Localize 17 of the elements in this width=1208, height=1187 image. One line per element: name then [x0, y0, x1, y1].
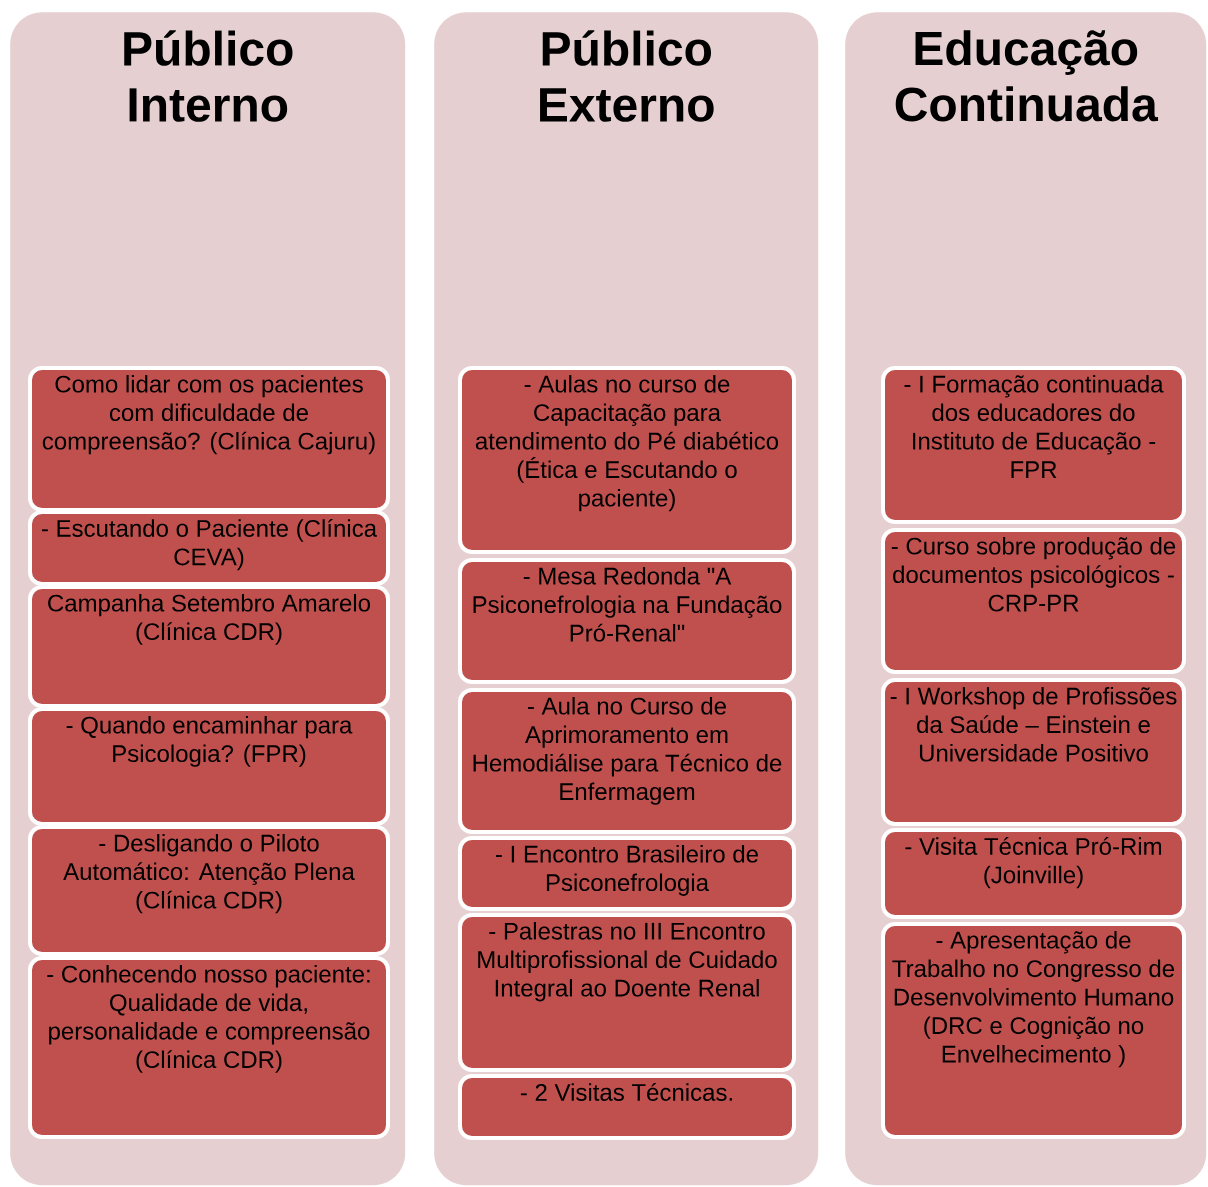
item-box: - Conhecendo nosso paciente: Qualidade de vida, personalidade e compreensão (Clínica CDR) — [28, 956, 390, 1139]
item-box: - Apresentação de Trabalho no Congresso de Desenvolvimento Humano (DRC e Cognição no Envelhecimento ) — [881, 922, 1186, 1139]
item-box: - I Encontro Brasileiro de Psiconefrologia — [458, 836, 796, 911]
item-box: - Desligando o Piloto Automático: Atenção Plena (Clínica CDR) — [28, 825, 390, 956]
item-box: - Mesa Redonda "A Psiconefrologia na Fundação Pró-Renal" — [458, 558, 796, 684]
item-box: - Quando encaminhar para Psicologia? (FPR) — [28, 707, 390, 826]
item-box: - 2 Visitas Técnicas. — [458, 1074, 796, 1140]
item-box: - Visita Técnica Pró-Rim (Joinville) — [881, 828, 1186, 919]
item-box: - Palestras no III Encontro Multiprofissional de Cuidado Integral ao Doente Renal — [458, 913, 796, 1072]
item-box: - Aula no Curso de Aprimoramento em Hemodiálise para Técnico de Enfermagem — [458, 688, 796, 834]
item-box: - Aulas no curso de Capacitação para atendimento do Pé diabético (Ética e Escutando o paciente) — [458, 366, 796, 554]
item-box: - Curso sobre produção de documentos psicológicos - CRP-PR — [881, 528, 1186, 674]
item-box: - I Workshop de Profissões da Saúde – Einstein e Universidade Positivo — [881, 678, 1186, 826]
item-box: Como lidar com os pacientes com dificuldade de compreensão? (Clínica Cajuru) — [28, 366, 390, 512]
item-box: - I Formação continuada dos educadores do Instituto de Educação - FPR — [881, 366, 1186, 524]
item-box: - Escutando o Paciente (Clínica CEVA) — [28, 510, 390, 586]
item-box: Campanha Setembro Amarelo (Clínica CDR) — [28, 585, 390, 708]
